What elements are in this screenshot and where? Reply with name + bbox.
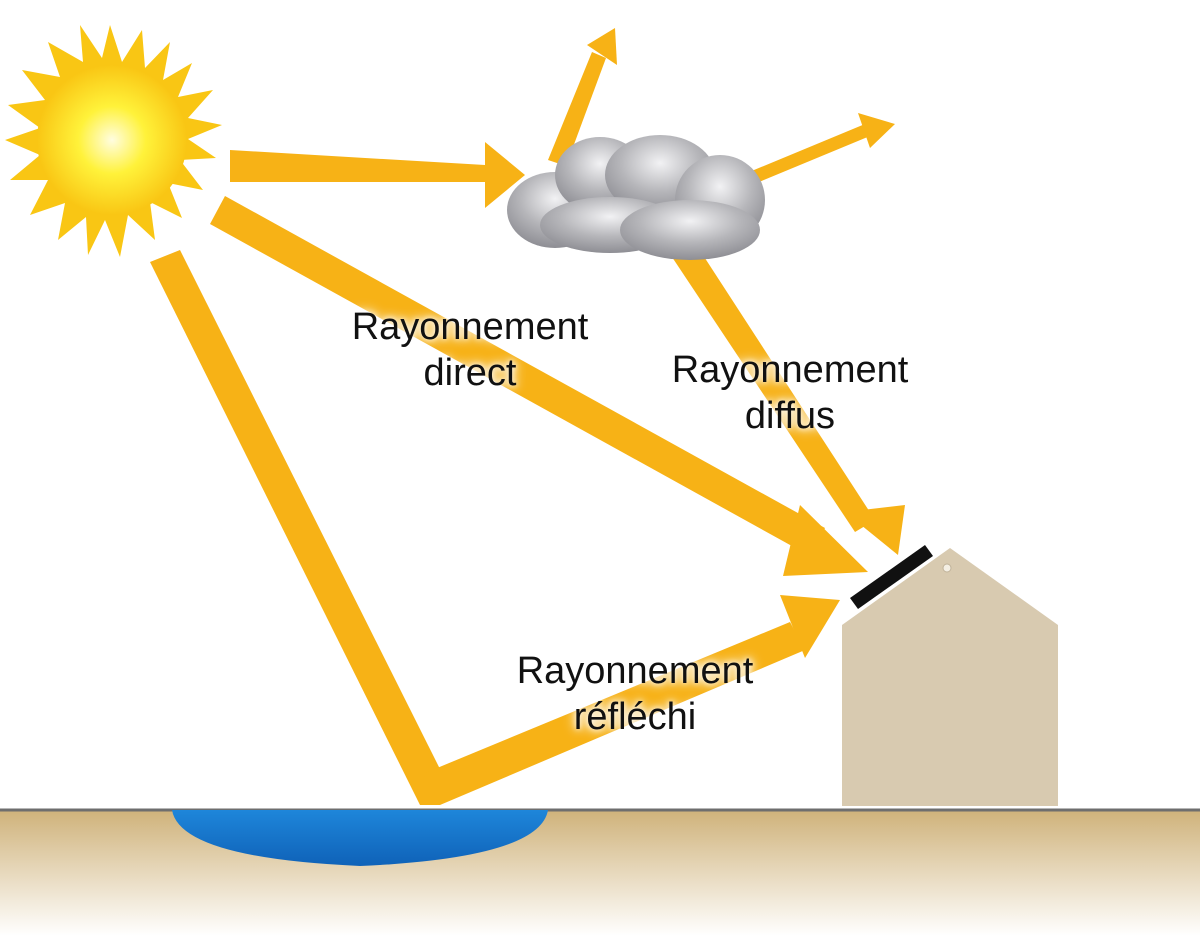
label-diffus-line1: Rayonnement xyxy=(671,349,909,391)
arrow-sun-to-cloud xyxy=(230,142,525,208)
radiation-arrows xyxy=(150,28,905,805)
cloud-icon xyxy=(507,135,765,260)
arrow-sun-to-ground xyxy=(150,250,453,805)
label-direct-line1: Rayonnement xyxy=(351,306,589,348)
label-direct-radiation: Rayonnement direct xyxy=(320,304,620,396)
label-reflechi-line2: réfléchi xyxy=(573,696,697,738)
label-diffuse-radiation: Rayonnement diffus xyxy=(640,347,940,439)
arrow-scattered-right xyxy=(730,113,895,192)
label-diffus-line2: diffus xyxy=(744,395,836,437)
label-reflected-radiation: Rayonnement réfléchi xyxy=(485,648,785,740)
arrow-reflected-radiation xyxy=(420,595,840,805)
label-direct-line2: direct xyxy=(423,352,517,394)
label-reflechi-line1: Rayonnement xyxy=(516,650,754,692)
ground xyxy=(0,808,1200,936)
sun-icon xyxy=(5,25,222,257)
arrow-scattered-up xyxy=(548,28,617,166)
house-icon xyxy=(842,548,1058,806)
arrow-diffuse-radiation xyxy=(664,232,905,555)
water-pool-icon xyxy=(172,810,548,866)
solar-panel-icon xyxy=(850,545,933,609)
arrow-direct-radiation xyxy=(210,196,868,576)
